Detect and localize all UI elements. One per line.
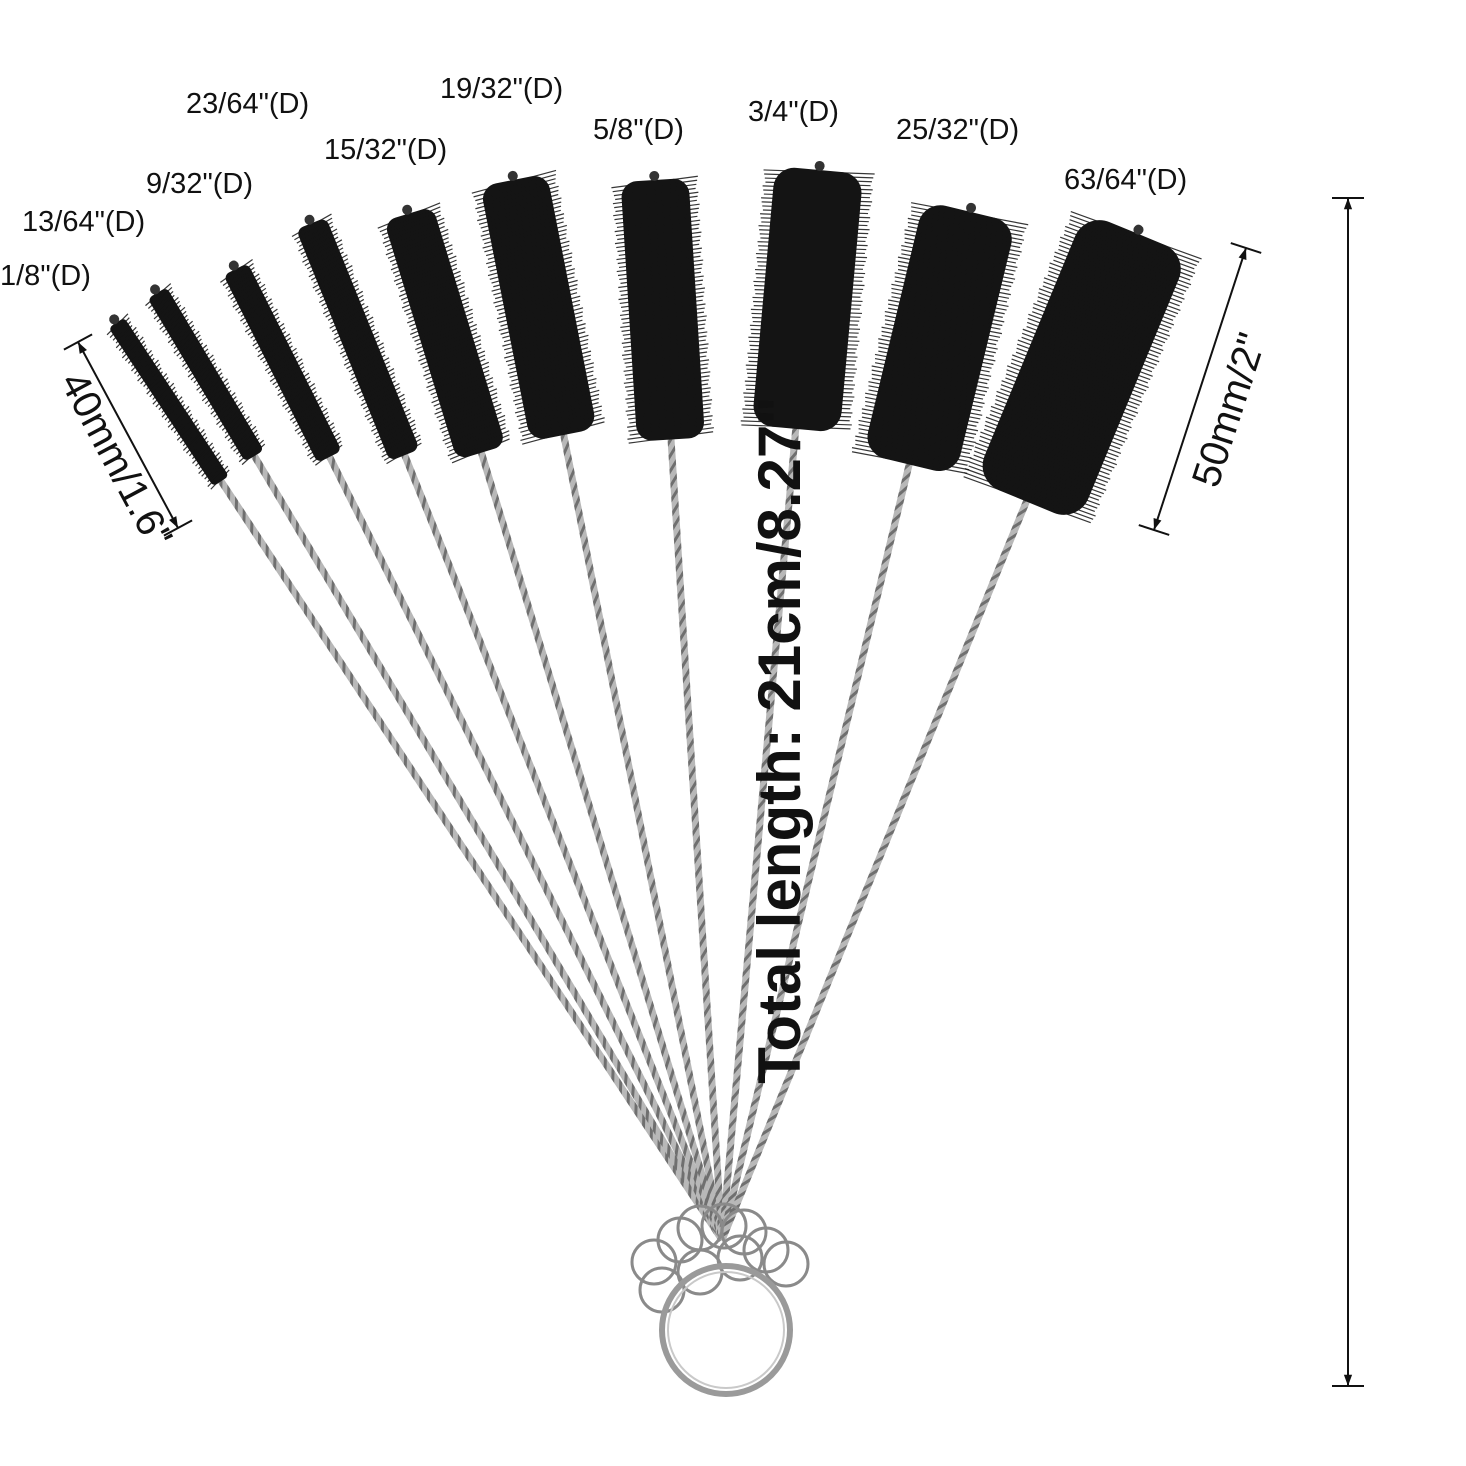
brush-wire-8 (718, 161, 824, 1241)
brush-wire-6 (508, 171, 726, 1241)
brush-6 (471, 169, 726, 1241)
main-key-ring (659, 1263, 793, 1397)
short-brush-dimension (63, 333, 193, 537)
brush-tip-6 (507, 170, 518, 181)
brush-head-8 (740, 167, 875, 432)
brush-wire-5 (402, 204, 726, 1242)
brush-wire-4 (304, 214, 726, 1242)
brush-label-1: 1/8"(D) (0, 260, 91, 292)
brush-tip-10 (1133, 224, 1144, 235)
brush-tip-7 (649, 170, 660, 181)
brush-wire-3 (228, 260, 726, 1242)
brush-tip-5 (402, 204, 413, 215)
long-brush-dimension (1138, 242, 1262, 536)
brush-tip-3 (228, 260, 239, 271)
small-ring-10 (716, 1234, 764, 1282)
brush-head-2 (145, 283, 266, 466)
brush-label-8: 3/4"(D) (748, 96, 839, 128)
brush-tip-1 (109, 314, 120, 325)
brush-head-9 (851, 202, 1029, 474)
brush-1 (106, 313, 725, 1242)
brush-3 (220, 259, 726, 1242)
brush-label-5: 15/32"(D) (324, 134, 448, 166)
brush-8 (718, 160, 875, 1241)
brush-label-6: 19/32"(D) (440, 73, 564, 105)
brush-label-10: 63/64"(D) (1064, 164, 1188, 196)
small-ring-1 (630, 1238, 678, 1286)
brush-head-6 (471, 169, 605, 445)
brush-head-5 (377, 202, 510, 464)
brush-tip-8 (814, 160, 825, 171)
dimension-lines (63, 197, 1364, 1387)
brush-2 (145, 283, 726, 1242)
brush-wire-2 (149, 284, 726, 1242)
brush-10 (718, 210, 1202, 1242)
brush-tip-4 (304, 214, 315, 225)
brush-tip-2 (150, 284, 161, 295)
total-length-dimension (1332, 197, 1364, 1387)
brush-5 (377, 202, 726, 1242)
brush-tip-9 (966, 202, 977, 213)
total-length-label: Total length: 21cm/8.27" (746, 396, 813, 1084)
small-ring-4 (700, 1202, 748, 1250)
key-rings (630, 1202, 810, 1397)
brush-head-10 (963, 210, 1202, 524)
brush-label-7: 5/8"(D) (593, 114, 684, 146)
brush-head-1 (106, 313, 230, 490)
brushes (106, 160, 1202, 1242)
brush-label-4: 23/64"(D) (186, 88, 310, 120)
brush-head-7 (611, 175, 714, 444)
brush-label-2: 13/64"(D) (22, 206, 146, 238)
brush-head-4 (291, 213, 422, 465)
brush-label-9: 25/32"(D) (896, 114, 1020, 146)
small-ring-7 (762, 1240, 810, 1288)
brush-wire-1 (109, 314, 725, 1242)
brush-label-3: 9/32"(D) (146, 168, 253, 200)
brush-4 (291, 213, 726, 1242)
brush-9 (718, 202, 1029, 1241)
brush-head-3 (220, 259, 343, 466)
brush-7 (611, 170, 726, 1241)
